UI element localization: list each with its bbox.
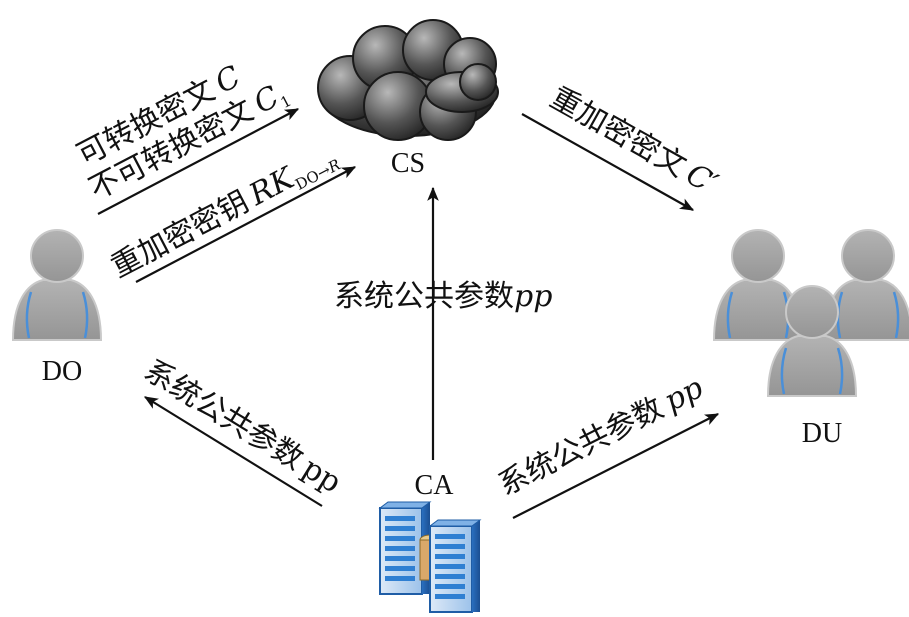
arrow-ca-to-du: [512, 413, 720, 519]
data-owner-icon: [11, 228, 103, 342]
certificate-authority-server-icon: [379, 501, 481, 613]
edge-label-ca-to-do-params: 系统公共参数pp: [138, 353, 347, 500]
edge-label-ca-to-du-params: 系统公共参数pp: [493, 370, 709, 503]
ca-label: CA: [415, 470, 455, 501]
arrow-do-to-cs-ciphertext: [97, 108, 300, 215]
edge-label-ca-to-cs-params: 系统公共参数pp: [334, 279, 552, 314]
arrow-do-to-cs-rekey: [135, 166, 357, 283]
cs-label: CS: [391, 148, 425, 179]
cloud-server-icon: [317, 19, 499, 141]
do-label: DO: [42, 356, 82, 387]
du-label: DU: [802, 418, 842, 449]
data-users-icon: [712, 228, 909, 398]
arrow-ca-to-do: [144, 396, 323, 507]
arrow-cs-to-du: [521, 113, 695, 211]
